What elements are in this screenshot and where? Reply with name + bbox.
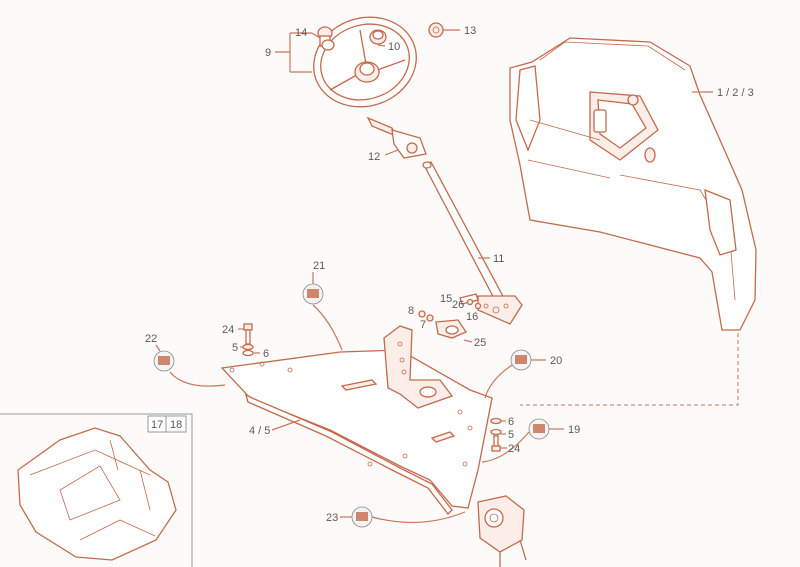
column-bracket[interactable] — [383, 325, 454, 409]
callout-15: 15 — [440, 293, 452, 305]
small-hardware[interactable] — [418, 293, 482, 339]
callout-25: 25 — [474, 337, 486, 349]
callout-26: 26 — [452, 299, 464, 311]
spinner-knob[interactable] — [317, 26, 335, 51]
steering-column[interactable] — [422, 161, 523, 325]
callout-23: 23 — [326, 512, 338, 524]
ref-icon-22[interactable] — [153, 350, 175, 372]
inset-panel — [0, 413, 193, 567]
callout-5-right: 5 — [508, 429, 514, 441]
hub-cap[interactable] — [369, 29, 387, 45]
ref-icon-19[interactable] — [528, 418, 550, 440]
callout-21: 21 — [313, 260, 325, 272]
callout-24-right: 24 — [508, 443, 520, 455]
callout-1-2-3: 1 / 2 / 3 — [717, 87, 754, 99]
leader-23 — [371, 511, 466, 524]
callout-20: 20 — [550, 355, 562, 367]
callout-12: 12 — [368, 151, 380, 163]
callout-16: 16 — [466, 311, 478, 323]
ref-icon-21[interactable] — [302, 283, 324, 305]
leader-20 — [484, 364, 513, 399]
callout-8: 8 — [408, 305, 414, 317]
callout-24-left: 24 — [222, 324, 234, 336]
callout-19: 19 — [568, 424, 580, 436]
callout-13: 13 — [464, 25, 476, 37]
callout-14: 14 — [295, 27, 307, 39]
callout-5-left: 5 — [232, 342, 238, 354]
callout-4-5: 4 / 5 — [249, 425, 270, 437]
steering-adapter[interactable] — [366, 116, 427, 159]
ref-icon-20[interactable] — [510, 349, 532, 371]
leader-19 — [481, 431, 530, 463]
dashboard-console[interactable] — [509, 37, 757, 331]
steering-valve[interactable] — [477, 495, 527, 567]
seat-cover[interactable] — [17, 427, 177, 561]
bolt-set-left[interactable] — [242, 323, 254, 357]
callout-11: 11 — [493, 253, 504, 265]
ref-icon-23[interactable] — [351, 506, 373, 528]
callout-7: 7 — [420, 319, 426, 331]
callout-6-right: 6 — [508, 416, 514, 428]
nut[interactable] — [428, 22, 444, 38]
callout-10: 10 — [388, 41, 400, 53]
inset-label-17: 17 — [151, 419, 163, 431]
callout-6-left: 6 — [263, 348, 269, 360]
callout-22: 22 — [145, 333, 157, 345]
inset-label-18: 18 — [170, 419, 182, 431]
bolt-set-right[interactable] — [490, 417, 502, 452]
leader-21 — [312, 304, 343, 351]
steering-wheel[interactable] — [302, 4, 428, 120]
callout-9: 9 — [265, 47, 271, 59]
leader-22 — [169, 371, 226, 387]
